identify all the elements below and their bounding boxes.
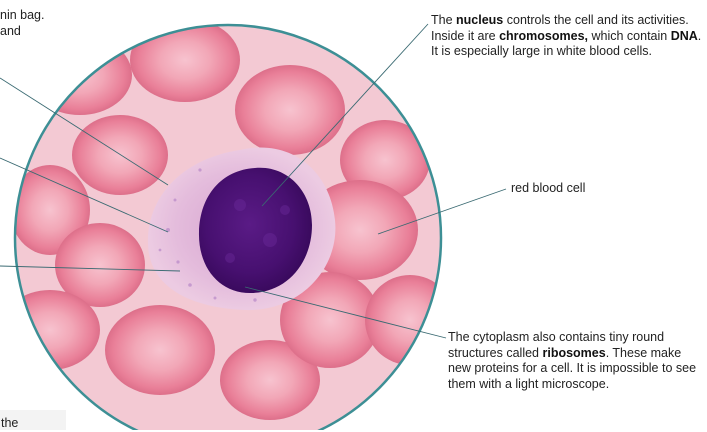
ribosomes-label: The cytoplasm also contains tiny round s… [448, 330, 707, 392]
bottom-left-label: the [1, 416, 61, 432]
red-blood-cell [28, 35, 132, 115]
red-blood-cell [72, 115, 168, 195]
nucleus-label: The nucleus controls the cell and its ac… [431, 13, 707, 60]
red-blood-cell [105, 305, 215, 395]
red-blood-cell [365, 275, 455, 365]
top-left-label: nin bag. and [0, 8, 80, 39]
red-blood-cell [0, 290, 100, 370]
red-blood-cell-label: red blood cell [511, 181, 651, 197]
red-blood-cell [235, 65, 345, 155]
